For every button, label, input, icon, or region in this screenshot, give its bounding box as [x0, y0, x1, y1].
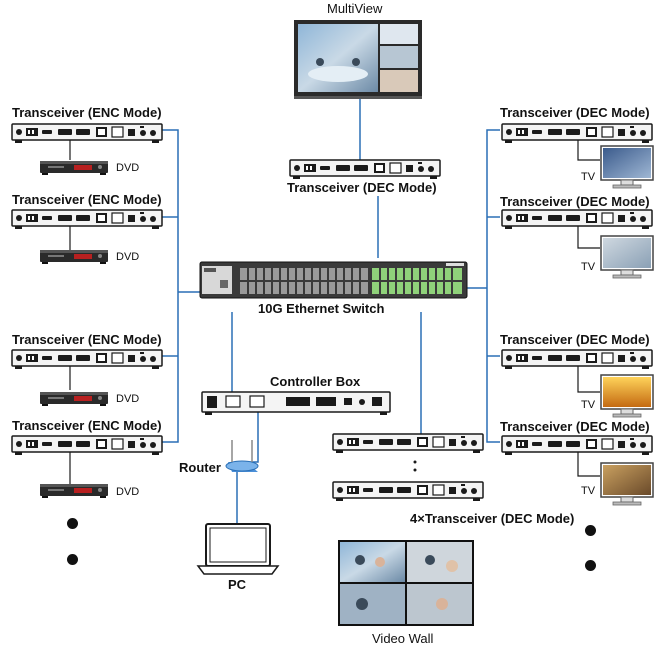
dvd-player-2	[40, 250, 108, 264]
transceiver-dec-multiview	[289, 159, 441, 180]
label-multiview: MultiView	[327, 1, 383, 16]
local-links	[69, 140, 600, 484]
label-transceiver-enc-4: Transceiver (ENC Mode)	[12, 418, 162, 433]
transceiver-enc-1	[11, 123, 163, 144]
label-transceiver-dec-4: Transceiver (DEC Mode)	[500, 419, 650, 434]
label-transceiver-enc-2: Transceiver (ENC Mode)	[12, 192, 162, 207]
tv-4	[600, 462, 654, 506]
transceiver-dec-wall-1	[332, 433, 484, 454]
dvd-player-3	[40, 392, 108, 406]
transceiver-dec-wall-4	[332, 481, 484, 502]
label-pc: PC	[228, 577, 247, 592]
label-transceiver-dec-2: Transceiver (DEC Mode)	[500, 194, 650, 209]
transceiver-enc-2	[11, 209, 163, 230]
router	[225, 440, 259, 472]
more-bullet-left-2	[67, 554, 78, 565]
label-tv-4: TV	[581, 485, 596, 497]
label-transceiver-dec-1: Transceiver (DEC Mode)	[500, 105, 650, 120]
ethernet-switch	[199, 261, 468, 299]
label-controller-box: Controller Box	[270, 374, 361, 389]
video-wall	[338, 540, 474, 626]
label-tv-1: TV	[581, 171, 596, 183]
tv-2	[600, 235, 654, 279]
multiview-monitor	[294, 20, 422, 99]
line-right-bus	[486, 129, 500, 443]
label-transceiver-dec-3: Transceiver (DEC Mode)	[500, 332, 650, 347]
line-controller-router	[242, 410, 259, 463]
ellipsis-dots	[413, 460, 417, 472]
dvd-player-4	[40, 484, 108, 498]
line-left-bus	[162, 129, 179, 443]
pc-laptop	[196, 523, 280, 575]
label-dvd-2: DVD	[116, 251, 140, 263]
tv-1	[600, 145, 654, 189]
transceiver-dec-4	[501, 435, 653, 456]
label-four-transceiver: 4×Transceiver (DEC Mode)	[410, 511, 575, 526]
tv-3	[600, 374, 654, 418]
dvd-player-1	[40, 161, 108, 175]
label-transceiver-enc-3: Transceiver (ENC Mode)	[12, 332, 162, 347]
more-bullet-right-2	[585, 560, 596, 571]
transceiver-dec-2	[501, 209, 653, 230]
label-dvd-3: DVD	[116, 393, 140, 405]
transceiver-dec-1	[501, 123, 653, 144]
more-bullet-left-1	[67, 518, 78, 529]
label-tv-2: TV	[581, 261, 596, 273]
more-bullet-right-1	[585, 525, 596, 536]
transceiver-enc-3	[11, 349, 163, 370]
controller-box	[201, 391, 391, 415]
label-dvd-1: DVD	[116, 162, 140, 174]
label-dvd-4: DVD	[116, 486, 140, 498]
label-transceiver-enc-1: Transceiver (ENC Mode)	[12, 105, 162, 120]
label-video-wall: Video Wall	[372, 631, 434, 646]
label-transceiver-dec-multiview: Transceiver (DEC Mode)	[287, 180, 437, 195]
transceiver-dec-3	[501, 349, 653, 370]
transceiver-enc-4	[11, 435, 163, 456]
label-router: Router	[179, 460, 221, 475]
label-tv-3: TV	[581, 399, 596, 411]
label-switch: 10G Ethernet Switch	[258, 301, 385, 316]
